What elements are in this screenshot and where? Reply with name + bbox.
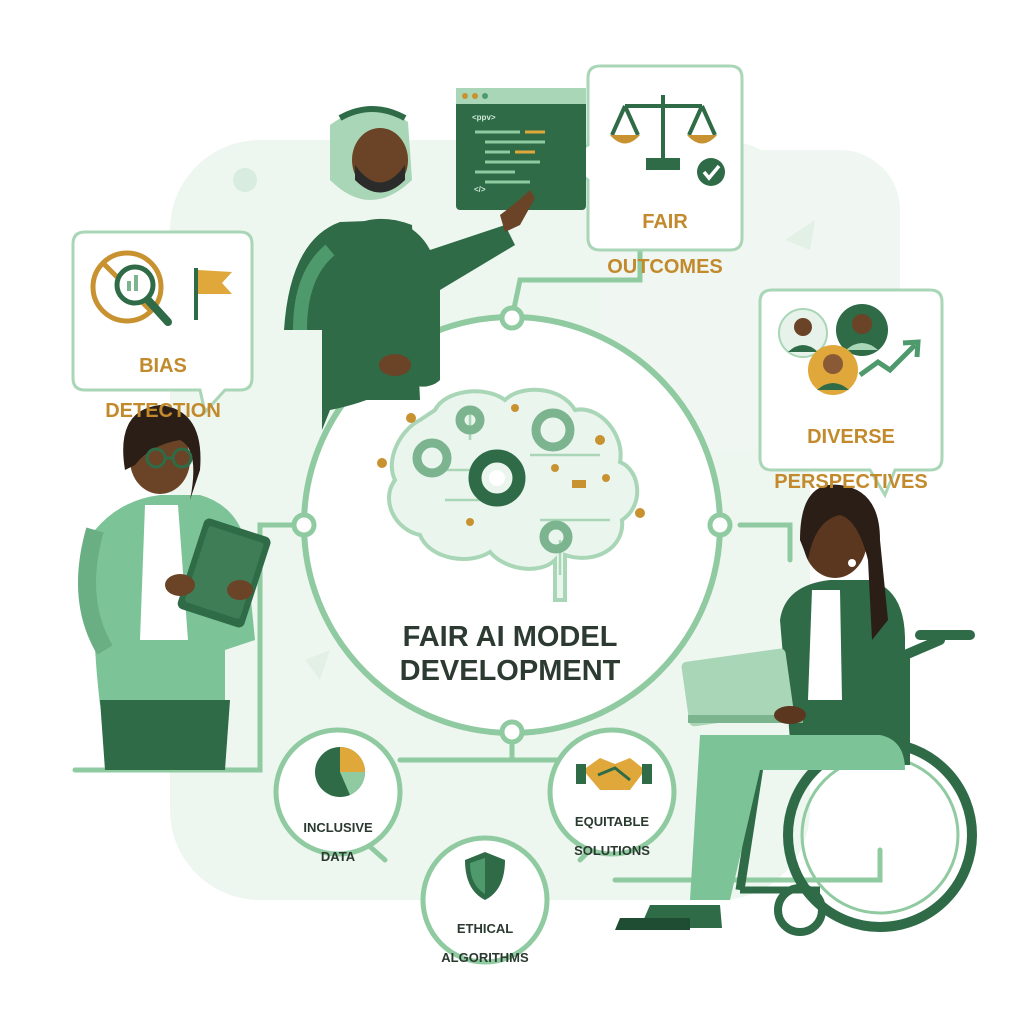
center-title-line1: FAIR AI MODEL (402, 621, 618, 653)
diverse-perspectives-callout (758, 288, 944, 499)
code-top-tag: <ppv> (472, 113, 496, 122)
bias-label-line2: DETECTION (105, 400, 221, 423)
inclusive-data-label: INCLUSIVE DATA (288, 806, 388, 879)
inclusive-label-line1: INCLUSIVE (303, 819, 373, 835)
inclusive-label-line2: DATA (320, 848, 356, 864)
diverse-label-line1: DIVERSE (807, 426, 895, 449)
diverse-perspectives-label: DIVERSE PERSPECTIVES (764, 404, 938, 516)
equitable-label-line2: SOLUTIONS (574, 842, 650, 858)
magnifier-bias-icon (90, 250, 172, 326)
equitable-solutions-label: EQUITABLE SOLUTIONS (557, 800, 667, 873)
bias-label-line1: BIAS (139, 355, 187, 378)
pie-chart-icon (315, 747, 366, 797)
center-title-line2: DEVELOPMENT (399, 655, 621, 688)
fair-outcomes-callout (557, 64, 744, 252)
person-presenter (284, 106, 535, 430)
person-wheelchair-user (615, 484, 977, 936)
brain-icon (377, 387, 645, 602)
handshake-icon (576, 758, 652, 790)
checkmark-icon (697, 158, 725, 186)
fair-label-line1: FAIR (642, 211, 688, 234)
ethical-algorithms-label: ETHICAL ALGORITHMS (430, 907, 540, 980)
ethical-label-line1: ETHICAL (456, 920, 514, 936)
diverse-label-line2: PERSPECTIVES (774, 471, 928, 494)
people-group-icon (778, 304, 888, 395)
equitable-solutions-node (547, 727, 677, 857)
inclusive-data-node (273, 727, 403, 857)
fair-label-line2: OUTCOMES (607, 256, 723, 279)
shield-icon (465, 852, 505, 900)
bias-detection-label: BIAS DETECTION (80, 333, 246, 445)
bias-detection-callout (71, 230, 254, 416)
scales-icon (610, 95, 717, 170)
code-window (456, 88, 586, 210)
equitable-label-line1: EQUITABLE (574, 813, 650, 829)
person-woman-tablet (78, 405, 271, 770)
ethical-label-line2: ALGORITHMS (441, 949, 529, 965)
ethical-algorithms-node (420, 835, 550, 965)
flag-icon (194, 268, 232, 320)
code-bottom-tag: </> (474, 185, 486, 194)
center-title: FAIR AI MODEL DEVELOPMENT (360, 620, 660, 688)
growth-arrow-icon (858, 339, 921, 378)
fair-outcomes-label: FAIR OUTCOMES (592, 189, 738, 301)
